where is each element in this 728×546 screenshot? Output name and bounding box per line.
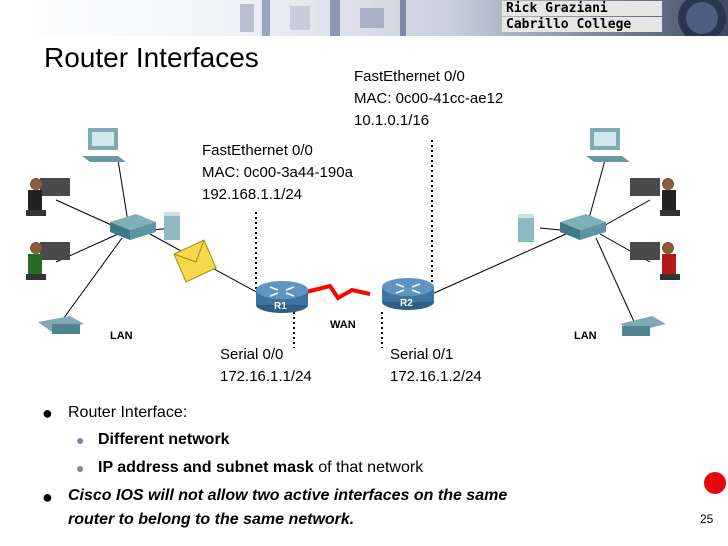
- r2-fa-ip: 10.1.0.1/16: [354, 112, 430, 129]
- sub-bullet-ip-address-rest: of that network: [313, 459, 424, 476]
- bullet-router-interface: ● Router Interface:: [42, 400, 682, 426]
- r2-fa-name: FastEthernet 0/0: [354, 68, 465, 85]
- r1-fa-name: FastEthernet 0/0: [202, 142, 313, 159]
- sub-bullet-different-network-text: Different network: [98, 431, 230, 448]
- header-banner: Rick Graziani Cabrillo College: [0, 0, 728, 36]
- bullet-dot-icon: ●: [42, 487, 53, 507]
- right-server[interactable]: [518, 214, 534, 242]
- router-r2[interactable]: [382, 278, 434, 310]
- banner-globe: [678, 0, 726, 36]
- bullet-cisco-ios-line2: router to belong to the same network.: [68, 511, 355, 528]
- lan-left-label: LAN: [110, 330, 133, 342]
- wan-label: WAN: [330, 319, 356, 331]
- sub-bullet-ip-address: ● IP address and subnet mask of that net…: [42, 454, 682, 482]
- network-diagram: R1 R2 WAN: [26, 128, 680, 348]
- bullet-list: ● Router Interface: ● Different network …: [42, 400, 682, 532]
- left-switch[interactable]: [110, 214, 156, 240]
- bullet-cisco-ios-line1: Cisco IOS will not allow two active inte…: [68, 487, 508, 504]
- r1-serial-label: Serial 0/0 172.16.1.1/24: [220, 344, 312, 388]
- lan-right-label: LAN: [574, 330, 597, 342]
- header-college: Cabrillo College: [502, 17, 662, 32]
- page-title: Router Interfaces: [44, 42, 259, 73]
- r2-serial-name: Serial 0/1: [390, 346, 454, 363]
- router-r1[interactable]: [256, 281, 308, 313]
- right-switch[interactable]: [560, 214, 606, 240]
- left-server[interactable]: [164, 212, 180, 240]
- right-user-2[interactable]: [630, 242, 680, 280]
- sub-bullet-dot-icon: ●: [76, 432, 85, 448]
- r2-fa-label: FastEthernet 0/0 MAC: 0c00-41cc-ae12 10.…: [354, 66, 503, 132]
- bullet-dot-icon: ●: [42, 403, 53, 423]
- header-author-block: Rick Graziani Cabrillo College: [502, 1, 662, 33]
- sub-bullet-dot-icon: ●: [76, 460, 85, 476]
- bullet-router-interface-text: Router Interface:: [68, 404, 188, 421]
- router-r1-label: R1: [274, 301, 287, 312]
- page-number: 25: [700, 512, 714, 526]
- wan-serial-link: [305, 283, 371, 301]
- red-dot-marker: [704, 472, 726, 494]
- header-author: Rick Graziani: [502, 1, 662, 16]
- right-lan-links: [431, 159, 651, 327]
- left-top-pc[interactable]: [82, 128, 126, 162]
- left-ip-phone[interactable]: [38, 316, 84, 334]
- r2-serial-ip: 172.16.1.2/24: [390, 368, 482, 385]
- r1-serial-name: Serial 0/0: [220, 346, 284, 363]
- r1-fa-label: FastEthernet 0/0 MAC: 0c00-3a44-190a 192…: [202, 140, 353, 206]
- r2-serial-label: Serial 0/1 172.16.1.2/24: [390, 344, 482, 388]
- sub-bullet-different-network: ● Different network: [42, 426, 682, 454]
- r1-fa-ip: 192.168.1.1/24: [202, 186, 303, 203]
- r1-fa-mac: MAC: 0c00-3a44-190a: [202, 164, 353, 181]
- right-user-1[interactable]: [630, 178, 680, 216]
- sub-bullet-ip-address-bold: IP address and subnet mask: [98, 459, 314, 476]
- envelope-icon: [173, 239, 217, 283]
- r2-fa-mac: MAC: 0c00-41cc-ae12: [354, 90, 504, 107]
- banner-graphic: [240, 0, 406, 36]
- left-user-2[interactable]: [26, 242, 70, 280]
- right-ip-phone[interactable]: [620, 316, 666, 336]
- bullet-cisco-ios: ● Cisco IOS will not allow two active in…: [42, 484, 682, 532]
- router-r2-label: R2: [400, 298, 413, 309]
- left-user-1[interactable]: [26, 178, 70, 216]
- right-top-pc[interactable]: [586, 128, 630, 162]
- r1-serial-ip: 172.16.1.1/24: [220, 368, 312, 385]
